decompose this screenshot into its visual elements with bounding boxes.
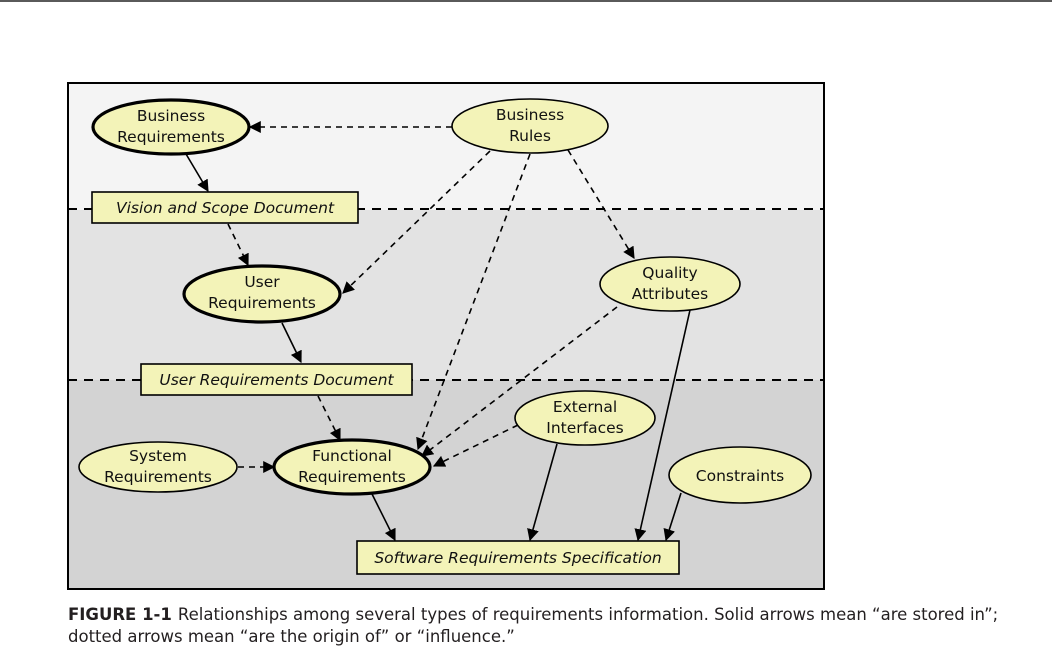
arrow-constraints-to-srs — [663, 492, 682, 542]
figure-caption-text: Relationships among several types of req… — [68, 605, 999, 646]
figure-caption-label: FIGURE 1-1 — [68, 605, 172, 624]
diagram-frame — [67, 82, 825, 590]
arrow-interfaces-to-functional — [432, 424, 519, 467]
node-label-line-2: Rules — [509, 127, 551, 145]
node-label-line-1: Business — [137, 107, 205, 125]
arrow-user-req-to-urd — [281, 322, 302, 364]
doc-user-requirements-label: User Requirements Document — [159, 371, 394, 389]
doc-vision-scope-label: Vision and Scope Document — [116, 199, 335, 217]
node-label-line-2: Interfaces — [546, 419, 623, 437]
doc-srs: Software Requirements Specification — [356, 540, 680, 575]
node-business-requirements: Business Requirements — [91, 98, 251, 156]
node-label-line-1: Functional — [312, 447, 392, 465]
node-business-rules: Business Rules — [451, 98, 609, 154]
arrow-quality-to-srs — [634, 309, 691, 542]
node-label-line-2: Attributes — [632, 285, 709, 303]
node-quality-attributes: Quality Attributes — [599, 256, 741, 312]
arrow-urd-to-functional — [317, 395, 341, 442]
arrow-functional-to-srs — [371, 493, 396, 542]
arrow-vision-to-user-req — [227, 223, 249, 267]
node-label-line-1: External — [553, 398, 617, 416]
node-label: Constraints — [696, 467, 784, 485]
node-user-requirements: User Requirements — [182, 264, 342, 324]
arrow-interfaces-to-srs — [527, 443, 558, 542]
node-label-line-1: User — [244, 273, 280, 291]
node-external-interfaces: External Interfaces — [514, 390, 656, 446]
arrow-rules-to-functional — [416, 153, 531, 451]
top-rule — [0, 0, 1052, 2]
arrow-business-req-to-vision — [185, 153, 209, 193]
node-functional-requirements: Functional Requirements — [272, 438, 432, 496]
node-label-line-1: Quality — [642, 264, 697, 282]
arrow-rules-to-user-req — [342, 150, 491, 294]
node-label-line-2: Requirements — [298, 468, 406, 486]
node-label-line-2: Requirements — [117, 128, 225, 146]
node-label-line-2: Requirements — [208, 294, 316, 312]
node-label-line-1: Business — [496, 106, 564, 124]
doc-user-requirements: User Requirements Document — [140, 363, 413, 396]
doc-vision-scope: Vision and Scope Document — [91, 191, 359, 224]
node-constraints: Constraints — [668, 446, 812, 504]
node-label-line-1: System — [129, 447, 187, 465]
node-system-requirements: System Requirements — [78, 441, 238, 493]
arrow-quality-to-functional — [421, 306, 618, 457]
node-label-line-2: Requirements — [104, 468, 212, 486]
doc-srs-label: Software Requirements Specification — [374, 549, 661, 567]
